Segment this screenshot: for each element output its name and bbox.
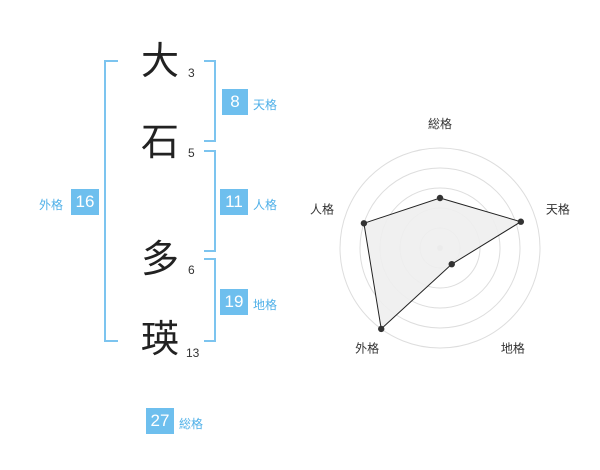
radar-point-2	[517, 218, 525, 225]
radar-point-3	[448, 260, 455, 268]
jinkaku-badge: 11	[220, 189, 248, 215]
name-char-2: 石	[141, 120, 180, 164]
radar-ring	[339, 147, 541, 349]
radar-axis-label-2: 天格	[546, 202, 570, 217]
radar-area	[363, 197, 523, 330]
soukaku-badge: 27	[146, 408, 174, 434]
radar-point-5	[360, 220, 368, 227]
radar-axis-label-1: 総格	[428, 116, 452, 131]
stroke-count-2: 5	[188, 146, 195, 160]
name-char-1: 大	[141, 39, 180, 83]
chikaku-badge: 19	[220, 289, 248, 315]
radar-point-1	[436, 194, 444, 202]
chikaku-bracket	[204, 258, 216, 342]
name-char-4: 瑛	[141, 317, 180, 361]
tenkaku-bracket	[204, 60, 216, 142]
radar-ring	[359, 167, 521, 329]
stroke-count-4: 13	[186, 346, 200, 360]
stroke-count-1: 3	[188, 66, 195, 80]
soukaku-label: 総格	[179, 417, 204, 431]
radar-axis-label-5: 人格	[310, 202, 334, 217]
radar-axis-label-4: 外格	[355, 340, 379, 355]
stroke-count-3: 6	[188, 263, 195, 277]
tenkaku-label: 天格	[253, 98, 278, 112]
name-char-3: 多	[141, 237, 180, 281]
tenkaku-badge: 8	[222, 89, 248, 115]
gaikaku-badge: 16	[71, 189, 99, 215]
radar-points	[360, 194, 525, 333]
radar-point-4	[378, 325, 385, 333]
gaikaku-bracket	[104, 60, 118, 342]
gaikaku-label: 外格	[39, 198, 64, 212]
jinkaku-bracket	[204, 150, 216, 252]
chikaku-label: 地格	[253, 298, 278, 312]
radar-axis-label-3: 地格	[501, 340, 525, 355]
jinkaku-label: 人格	[253, 198, 278, 212]
